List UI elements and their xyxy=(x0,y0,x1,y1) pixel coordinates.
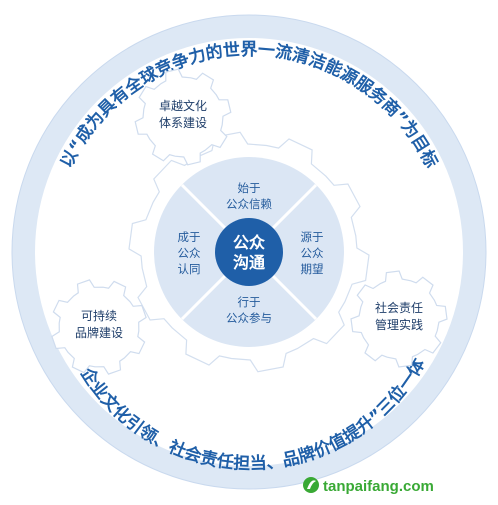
watermark: tanpaifang.com xyxy=(303,477,434,495)
quad-right-line-1: 源于 xyxy=(301,230,324,244)
quad-right-line-2: 公众 xyxy=(301,246,324,260)
watermark-text: tanpaifang.com xyxy=(323,478,434,495)
gear-social-line-2: 管理实践 xyxy=(375,317,423,332)
gear-brand-line-2: 品牌建设 xyxy=(75,326,123,340)
gear-social-responsibility xyxy=(350,270,448,368)
gear-social-line-1: 社会责任 xyxy=(375,300,423,315)
quad-left-line-1: 成于 xyxy=(178,230,201,244)
gear-culture-system xyxy=(134,68,232,166)
gear-culture-line-2: 体系建设 xyxy=(159,116,207,130)
quad-left-line-2: 公众 xyxy=(178,246,201,260)
gear-culture-line-1: 卓越文化 xyxy=(159,98,207,113)
core-line-2: 沟通 xyxy=(233,253,265,272)
gear-sustainable-brand xyxy=(51,279,147,375)
core-line-1: 公众 xyxy=(233,233,266,252)
gear-brand-line-1: 可持续 xyxy=(81,308,117,323)
quad-bottom-line-2: 公众参与 xyxy=(226,311,272,325)
quad-bottom-line-1: 行于 xyxy=(238,295,261,309)
quad-top-line-1: 始于 xyxy=(238,181,261,195)
quad-right-line-3: 期望 xyxy=(301,262,324,276)
quad-top-line-2: 公众信赖 xyxy=(226,197,272,211)
quad-left-line-3: 认同 xyxy=(178,262,201,276)
core-circle xyxy=(215,218,283,286)
